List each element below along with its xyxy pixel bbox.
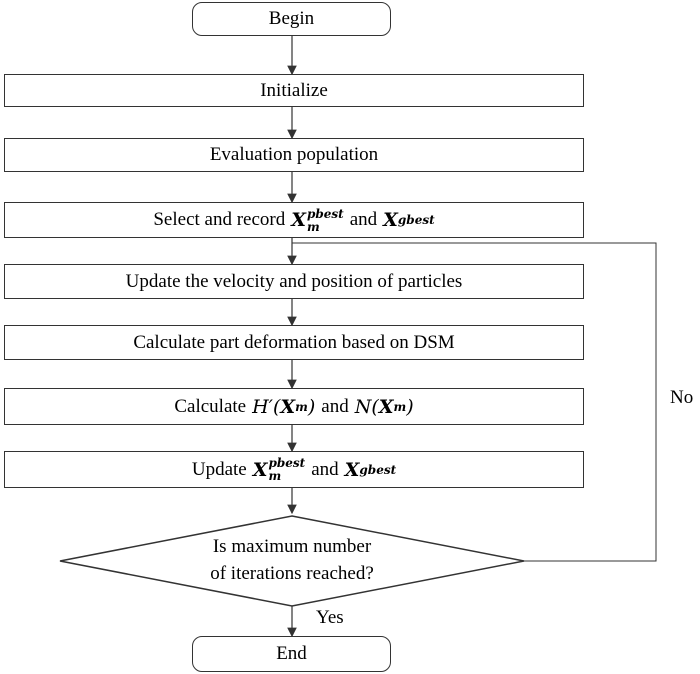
select-prefix: Select and record	[153, 209, 286, 230]
loop-back-no-path	[291, 242, 657, 562]
x-gbest-symbol-update: X	[344, 458, 360, 481]
update-best-prefix: Update	[191, 458, 247, 480]
update-velocity-label: Update the velocity and position of part…	[125, 270, 463, 292]
h-prime-symbol: H′(	[252, 395, 281, 418]
calc-deformation-node: Calculate part deformation based on DSM	[4, 325, 584, 360]
evaluation-label: Evaluation population	[209, 144, 379, 165]
update-best-and: and	[311, 458, 339, 480]
calc-hn-prefix: Calculate	[174, 395, 247, 417]
decision-line-1: Is maximum number	[212, 536, 372, 557]
no-edge-label: No	[670, 387, 694, 408]
yes-edge-label: Yes	[316, 607, 344, 628]
m-subscript-h: m	[295, 399, 308, 414]
m-subscript-update: m	[268, 469, 282, 483]
x-pbest-symbol: X	[291, 209, 306, 231]
m-subscript-n: m	[393, 399, 407, 414]
begin-node: Begin	[192, 2, 391, 36]
x-gbest-symbol: X	[383, 209, 398, 231]
calc-hn-and: and	[321, 395, 349, 417]
calc-deformation-label: Calculate part deformation based on DSM	[133, 331, 455, 353]
close-paren-n: )	[406, 395, 414, 418]
select-and: and	[349, 209, 378, 230]
initialize-node: Initialize	[4, 74, 584, 107]
close-paren-h: )	[307, 395, 316, 418]
x-m-symbol-n: X	[378, 395, 394, 418]
n-symbol: N(	[354, 395, 379, 418]
pbest-superscript: pbest	[307, 206, 344, 221]
end-node: End	[192, 636, 391, 672]
gbest-superscript: gbest	[397, 213, 435, 227]
initialize-label: Initialize	[260, 79, 328, 101]
x-pbest-symbol-update: X	[252, 458, 268, 481]
evaluation-node: Evaluation population	[4, 138, 584, 172]
update-velocity-node: Update the velocity and position of part…	[4, 264, 584, 299]
m-subscript: m	[307, 219, 320, 234]
pbest-superscript-update: pbest	[268, 456, 306, 470]
gbest-superscript-update: gbest	[359, 462, 397, 477]
decision-text: Is maximum number of iterations reached?	[192, 533, 392, 587]
x-m-symbol: X	[280, 395, 296, 418]
end-label: End	[276, 643, 307, 664]
decision-line-2: of iterations reached?	[210, 563, 374, 584]
begin-label: Begin	[268, 8, 315, 29]
